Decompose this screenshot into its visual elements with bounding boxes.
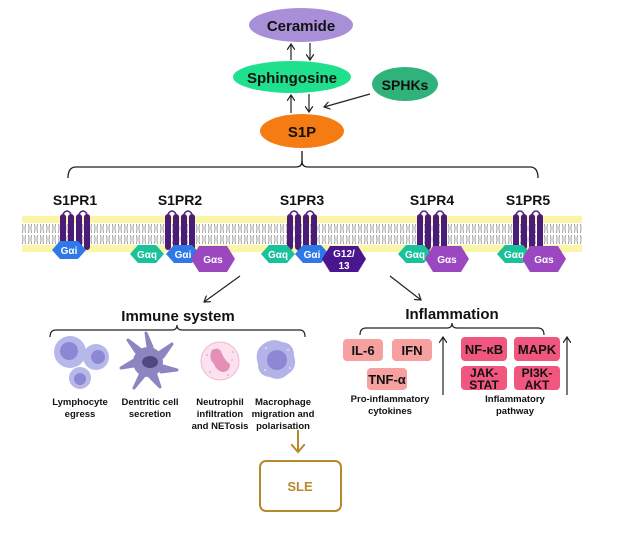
g-protein-label: Gαs	[437, 255, 457, 266]
cytokine-tnf-α: TNF-α	[367, 368, 407, 390]
immune-cell-label: Lymphocyte	[52, 397, 108, 408]
g-protein-gai: Gαi	[52, 241, 86, 259]
g-protein-gaq: Gαq	[261, 245, 295, 263]
immune-cell-label: Dentritic cell	[121, 397, 178, 408]
inflammation-boxes: IL-6 IFN TNF-α NF-κB MAPK JAK-STAT PI3K-AKT Pro…	[343, 337, 560, 417]
g-protein-gai: Gαi	[295, 245, 329, 263]
immune-cell-label: egress	[65, 409, 96, 420]
g-protein-label: Gαi	[61, 246, 78, 257]
lymphocyte-icon	[54, 336, 109, 389]
g-protein-g12-13: G12/13	[322, 246, 366, 272]
cytokine-label: IFN	[402, 343, 423, 358]
arrow-to-inflammation	[389, 275, 421, 300]
pathway-mapk: MAPK	[514, 337, 560, 361]
g-protein-gaq: Gαq	[398, 245, 432, 263]
g-protein-label: Gαq	[268, 250, 288, 261]
cytokines-caption: cytokines	[368, 406, 412, 417]
pathway-caption: pathway	[496, 406, 535, 417]
g-protein-label: Gαs	[534, 255, 554, 266]
s1p-node	[260, 114, 344, 148]
sle-box	[259, 460, 342, 512]
pathway-label: NF-κB	[465, 342, 503, 357]
sphingosine-node	[233, 61, 351, 93]
cell-membrane	[22, 216, 582, 252]
inflammation-section: Inflammation IL-6 IFN TNF-α NF-κB MAPK JAK-ST…	[343, 306, 567, 417]
arrow-to-immune	[204, 275, 241, 302]
dendritic-cell-icon	[119, 331, 179, 390]
metabolism-section: Ceramide Sphingosine SPHKs S1P	[67, 8, 539, 179]
receptor-label: S1PR4	[410, 192, 455, 208]
pathway-label: STAT	[469, 378, 499, 392]
receptor-label: S1PR1	[53, 192, 98, 208]
cytokine-label: IL-6	[351, 343, 374, 358]
pathway-label: AKT	[525, 378, 550, 392]
immune-bracket	[49, 324, 306, 338]
immune-cell-label: secretion	[129, 409, 171, 420]
receptor-label: S1PR2	[158, 192, 203, 208]
pathway-jak-stat: JAK-STAT	[461, 366, 507, 392]
g-protein-label: Gαs	[203, 255, 223, 266]
g-protein-gas: Gαs	[522, 246, 566, 272]
g-protein-gas: Gαs	[425, 246, 469, 272]
immune-cell-label: polarisation	[256, 421, 310, 432]
pathway-nf-κb: NF-κB	[461, 337, 507, 361]
ceramide-node	[249, 8, 353, 42]
neutrophil-icon	[200, 341, 240, 381]
sphingosine-label: Sphingosine	[247, 70, 337, 87]
immune-cell-label: and NETosis	[192, 421, 249, 432]
immune-title: Immune system	[121, 308, 234, 325]
pathway-label: MAPK	[518, 342, 557, 357]
cytokines-caption: Pro-inflammatory	[351, 394, 430, 405]
ceramide-label: Ceramide	[267, 18, 335, 35]
s1p-label: S1P	[288, 124, 316, 141]
sphks-label: SPHKs	[382, 77, 429, 93]
receptor-label: S1PR5	[506, 192, 551, 208]
pathway-pi3k-akt: PI3K-AKT	[514, 366, 560, 392]
g-protein-label: Gαq	[504, 250, 524, 261]
pathway-label: JAK-	[470, 366, 498, 380]
immune-cell-label: infiltration	[197, 409, 244, 420]
cytokine-label: TNF-α	[368, 372, 406, 387]
arrow-sphks-to-s1p	[324, 93, 371, 107]
g-protein-label: Gαq	[137, 250, 157, 261]
immune-cell-label: Macrophage	[255, 397, 311, 408]
g-protein-label: Gαi	[175, 250, 192, 261]
inflammation-title: Inflammation	[405, 306, 498, 323]
g-protein-label: 13	[338, 261, 350, 272]
immune-cell-label: migration and	[252, 409, 315, 420]
g-protein-label: G12/	[333, 249, 355, 260]
cytokine-ifn: IFN	[392, 339, 432, 361]
sle-label: SLE	[287, 479, 313, 494]
sphks-node	[372, 67, 438, 101]
cytokine-il-6: IL-6	[343, 339, 383, 361]
receptor-bracket	[67, 160, 539, 179]
receptor-helices-icon	[417, 210, 447, 254]
macrophage-icon	[256, 340, 296, 379]
g-protein-label: Gαq	[405, 250, 425, 261]
receptor-label: S1PR3	[280, 192, 325, 208]
receptor-helices-icon	[513, 210, 543, 254]
immune-cell-label: Neutrophil	[196, 397, 244, 408]
inflammation-bracket	[359, 322, 545, 336]
g-protein-label: Gαi	[304, 250, 321, 261]
pathway-caption: Inflammatory	[485, 394, 545, 405]
pathway-label: PI3K-	[522, 366, 553, 380]
g-protein-gaq: Gαq	[130, 245, 164, 263]
g-protein-gas: Gαs	[191, 246, 235, 272]
